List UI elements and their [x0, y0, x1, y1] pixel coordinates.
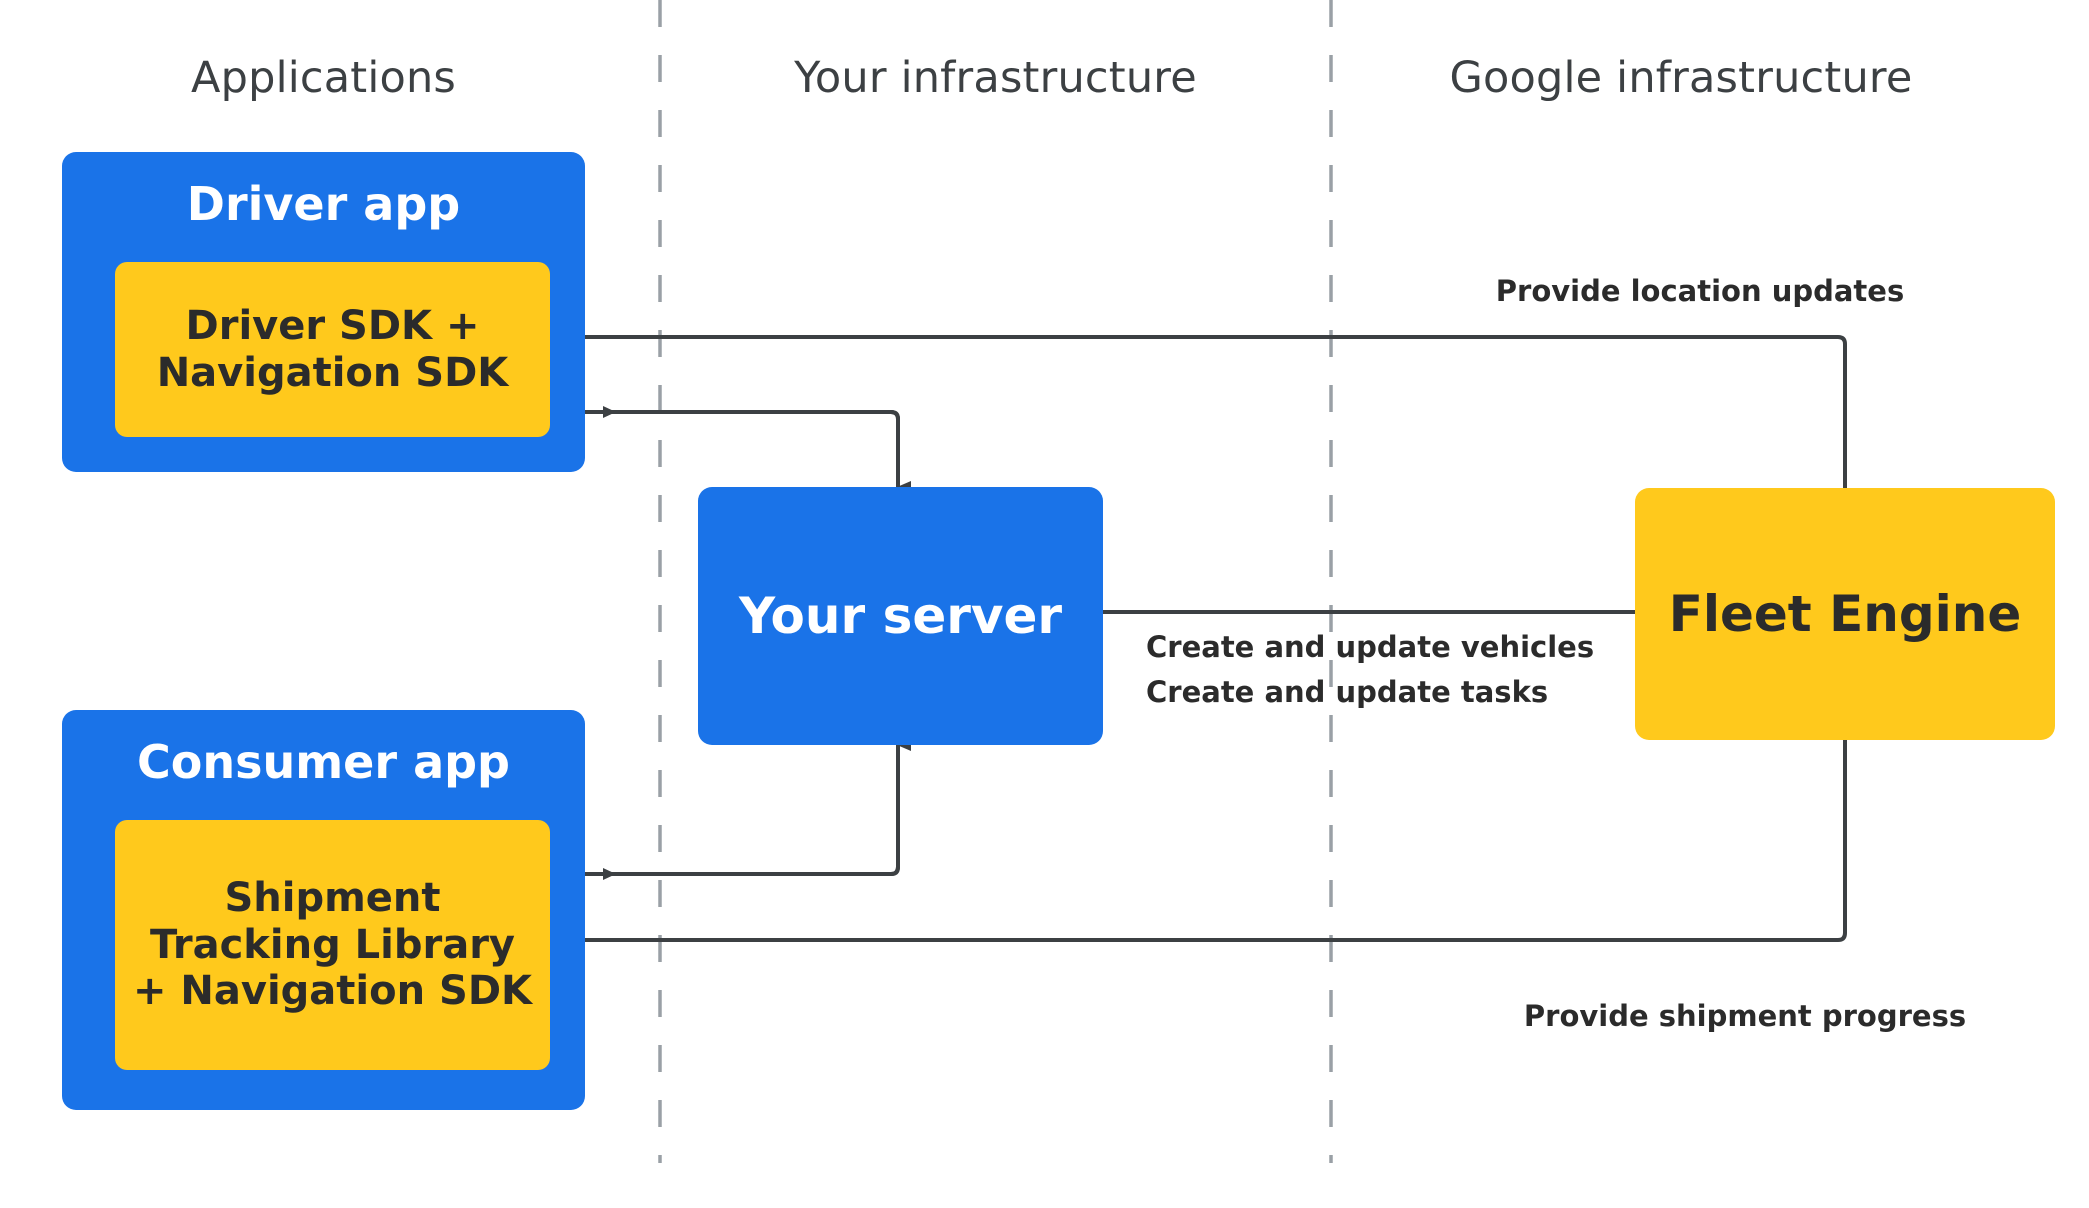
consumer-sdk-line-3: + Navigation SDK: [132, 968, 533, 1015]
edge-label-create-update-vehicles: Create and update vehicles: [1146, 630, 1595, 664]
edge-label-location-updates: Provide location updates: [1495, 274, 1905, 308]
driver-app-title: Driver app: [186, 177, 461, 231]
edge-label-create-update-tasks: Create and update tasks: [1146, 675, 1549, 709]
driver-sdk-line-2: Navigation SDK: [156, 349, 509, 396]
column-header-your-infrastructure: Your infrastructure: [794, 53, 1197, 103]
node-driver-sdk[interactable]: Driver SDK + Navigation SDK: [115, 262, 550, 437]
consumer-sdk-line-2: Tracking Library: [149, 921, 515, 968]
edge-server-to-consumer: [603, 745, 900, 880]
node-consumer-sdk[interactable]: Shipment Tracking Library + Navigation S…: [115, 820, 550, 1070]
edge-label-shipment-progress: Provide shipment progress: [1523, 999, 1967, 1033]
consumer-app-title: Consumer app: [137, 735, 510, 789]
edge-server-to-driver: [603, 406, 900, 487]
node-consumer-app[interactable]: Consumer app Shipment Tracking Library +…: [62, 710, 585, 1110]
edge-consumer-to-server: [585, 739, 911, 876]
column-header-google-infrastructure: Google infrastructure: [1449, 53, 1913, 103]
edge-driver-to-server: [585, 410, 911, 493]
node-your-server[interactable]: Your server: [698, 487, 1103, 745]
node-fleet-engine[interactable]: Fleet Engine: [1635, 488, 2055, 740]
node-driver-app[interactable]: Driver app Driver SDK + Navigation SDK: [62, 152, 585, 472]
column-header-applications: Applications: [190, 53, 457, 103]
consumer-sdk-line-1: Shipment: [224, 875, 441, 922]
driver-sdk-line-1: Driver SDK +: [185, 303, 480, 350]
edge-shipment-progress: [521, 740, 1847, 946]
edge-location-updates: [571, 331, 1847, 488]
